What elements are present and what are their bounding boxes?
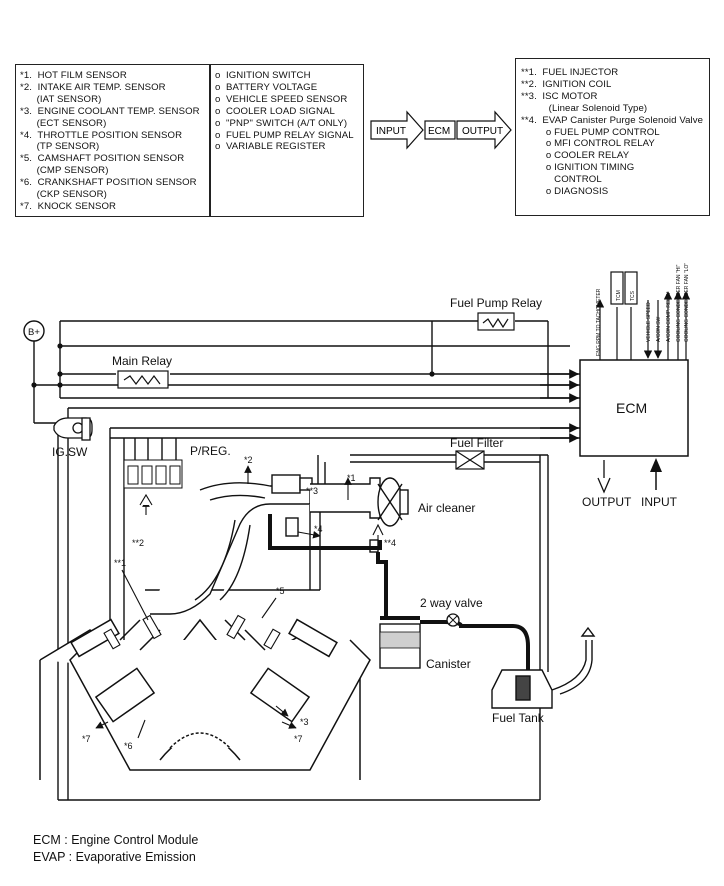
- ecm-input-arrows: [540, 369, 579, 443]
- sensor-item: *5. CAMSHAFT POSITION SENSOR: [20, 153, 185, 165]
- legend-evap: EVAP : Evaporative Emission: [33, 850, 196, 864]
- signal-acon-sw: A/CON SW: [656, 316, 662, 342]
- callout-s2: *2: [244, 455, 253, 465]
- ecm-box: [579, 359, 689, 457]
- flow-input-label: INPUT: [376, 126, 406, 137]
- signal-item: o BATTERY VOLTAGE: [215, 81, 318, 93]
- sensor-item: *3. ENGINE COOLANT TEMP. SENSOR: [20, 105, 200, 117]
- signal-item: o COOLER LOAD SIGNAL: [215, 105, 335, 117]
- signal-item: o IGNITION SWITCH: [215, 70, 311, 81]
- actuator-list: **1. FUEL INJECTOR **2. IGNITION COIL **…: [521, 67, 703, 198]
- flow-diagram: INPUT ECM OUTPUT: [370, 110, 512, 150]
- fuel-tank: [491, 626, 596, 709]
- fuel-tank-label: Fuel Tank: [492, 711, 545, 725]
- sensor-item: (ECT SENSOR): [20, 117, 107, 129]
- engine-block: [39, 618, 371, 780]
- actuator-item: **1. FUEL INJECTOR: [521, 67, 619, 78]
- fuel-filter: [455, 450, 485, 470]
- ig-sw-label: IG.SW: [52, 445, 88, 459]
- sensor-list: *1. HOT FILM SENSOR *2. INTAKE AIR TEMP.…: [20, 70, 200, 213]
- ignition-switch: [53, 417, 93, 441]
- actuator-item: (Linear Solenoid Type): [521, 102, 648, 114]
- sensor-item: *1. HOT FILM SENSOR: [20, 70, 127, 81]
- signal-eng-rpm: ENG RPM TO TACHOMETER: [596, 288, 602, 356]
- callout-s4: *4: [314, 524, 323, 534]
- sensor-item: *7. KNOCK SENSOR: [20, 200, 117, 212]
- two-way-valve-label: 2 way valve: [420, 596, 483, 610]
- actuators-box: **1. FUEL INJECTOR **2. IGNITION COIL **…: [515, 58, 710, 216]
- callout-a2: **2: [132, 538, 144, 548]
- sensor-item: (TP SENSOR): [20, 141, 100, 153]
- sensor-item: (CKP SENSOR): [20, 189, 107, 201]
- sensor-item: *2. INTAKE AIR TEMP. SENSOR: [20, 81, 166, 93]
- actuator-item: **4. EVAP Canister Purge Solenoid Valve: [521, 114, 704, 126]
- actuator-item: o FUEL PUMP CONTROL: [521, 126, 660, 138]
- signal-list: o IGNITION SWITCH o BATTERY VOLTAGE o VE…: [215, 70, 354, 153]
- ecm-signal-leads: [595, 271, 691, 360]
- callout-s5: *5: [276, 586, 285, 596]
- fuel-pump-relay: [477, 312, 515, 331]
- wire-junctions: [31, 343, 435, 388]
- callout-a4: **4: [384, 538, 396, 548]
- signal-acon-relay: A/CON COMP. RELAY: [666, 291, 672, 342]
- fuel-filter-label: Fuel Filter: [450, 436, 503, 450]
- actuator-item: o IGNITION TIMING: [521, 162, 635, 174]
- air-cleaner-label: Air cleaner: [418, 501, 475, 515]
- signal-item: o VARIABLE REGISTER: [215, 141, 326, 153]
- actuator-item: **3. ISC MOTOR: [521, 90, 598, 102]
- callout-a1: **1: [114, 558, 126, 568]
- callout-s7b: *7: [294, 734, 303, 744]
- sensor-item: *6. CRANKSHAFT POSITION SENSOR: [20, 177, 197, 189]
- two-way-valve-mark: [448, 615, 458, 625]
- sensor-item: *4. THROTTLE POSITION SENSOR: [20, 129, 183, 141]
- signal-tcm: TCM: [616, 290, 622, 301]
- actuator-item: o DIAGNOSIS: [521, 186, 609, 198]
- actuator-item: **2. IGNITION COIL: [521, 78, 612, 90]
- fuel-pump-relay-label: Fuel Pump Relay: [450, 296, 542, 310]
- injectors: [103, 614, 281, 650]
- signal-vehicle-speed: VEHICLE SPEED: [646, 302, 652, 342]
- flow-output-label: OUTPUT: [462, 126, 503, 137]
- b-plus-label: B+: [28, 327, 40, 338]
- ecm-io-arrows: [597, 458, 662, 494]
- input-arrow: [370, 110, 424, 150]
- canister-label: Canister: [426, 657, 471, 671]
- callout-s3: *3: [300, 717, 309, 727]
- signal-item: o FUEL PUMP RELAY SIGNAL: [215, 129, 354, 141]
- callout-a3: **3: [306, 486, 318, 496]
- ignition-coils: [123, 459, 183, 489]
- sensor-item: (CMP SENSOR): [20, 165, 109, 177]
- actuator-item: o MFI CONTROL RELAY: [521, 138, 655, 150]
- signal-tcs: TCS: [630, 290, 636, 301]
- ecm-label: ECM: [616, 400, 647, 416]
- sensor-item: (IAT SENSOR): [20, 93, 102, 105]
- ecm-output-label: OUTPUT: [582, 495, 632, 509]
- ecm-input-label: INPUT: [641, 495, 678, 509]
- actuator-item: o COOLER RELAY: [521, 150, 630, 162]
- callout-arrows: [95, 465, 384, 739]
- main-relay-label: Main Relay: [112, 354, 172, 368]
- signal-fan-hi: COOLING CONDENSER FAN "HI": [676, 264, 682, 342]
- signal-item: o "PNP" SWITCH (A/T ONLY): [215, 117, 348, 129]
- output-arrow: [456, 110, 512, 150]
- callout-s7a: *7: [82, 734, 91, 744]
- callout-s6: *6: [124, 741, 133, 751]
- sensors-box: *1. HOT FILM SENSOR *2. INTAKE AIR TEMP.…: [15, 64, 364, 217]
- flow-ecm-label: ECM: [428, 126, 450, 137]
- sensors-divider: [209, 65, 211, 216]
- legend-ecm: ECM : Engine Control Module: [33, 833, 199, 847]
- signal-fan-lo: COOLING CONDENSER FAN "LO": [684, 263, 690, 342]
- canister: [379, 623, 421, 669]
- ecm-signal-labels: ENG RPM TO TACHOMETER TCM TCS VEHICLE SP…: [596, 263, 690, 356]
- intake-system: [150, 474, 409, 615]
- main-relay: [117, 370, 169, 389]
- actuator-item: CONTROL: [521, 174, 602, 186]
- callout-s1: *1: [347, 473, 356, 483]
- ecm-flow-box: [424, 120, 456, 140]
- signal-item: o VEHICLE SPEED SENSOR: [215, 93, 348, 105]
- p-reg-label: P/REG.: [190, 444, 231, 458]
